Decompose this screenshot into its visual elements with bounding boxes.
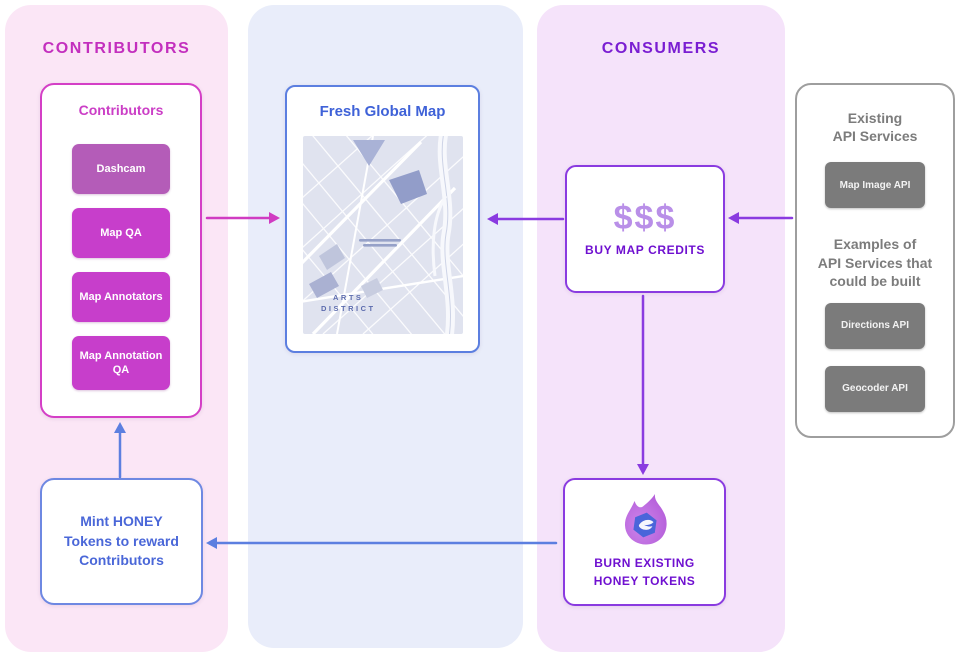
map-image: ARTS DISTRICT [302, 136, 463, 334]
chip-map-qa: Map QA [72, 208, 170, 258]
buy-map-credits-label: BUY MAP CREDITS [585, 243, 705, 257]
chip-map-annotation-qa: Map Annotation QA [72, 336, 170, 390]
api-chip-label: Map Image API [839, 179, 911, 191]
fresh-global-map-title: Fresh Global Map [319, 103, 446, 120]
chip-label: Map Annotation QA [79, 349, 163, 376]
token-bee-mark [638, 520, 653, 530]
api-chip-geocoder: Geocoder API [825, 365, 925, 412]
contributors-box-title: Contributors [78, 102, 164, 118]
chip-label: Map QA [100, 226, 142, 239]
dollars-symbol: $$$ [613, 199, 677, 237]
burn-honey-tokens-label: BURN EXISTING HONEY TOKENS [593, 556, 696, 588]
buy-map-credits-box: $$$ BUY MAP CREDITS [565, 165, 725, 293]
mint-honey-tokens-box: Mint HONEY Tokens to reward Contributors [40, 478, 203, 605]
contributors-group-box: Contributors Dashcam Map QA Map Annotato… [40, 83, 202, 418]
mint-honey-tokens-label: Mint HONEY Tokens to reward Contributors [64, 513, 179, 569]
consumers-heading: CONSUMERS [601, 40, 721, 57]
contributors-heading: CONTRIBUTORS [42, 40, 191, 57]
chip-dashcam: Dashcam [72, 144, 170, 194]
burn-honey-tokens-box: BURN EXISTING HONEY TOKENS [563, 478, 726, 606]
map-poi-label [358, 239, 401, 247]
api-services-box: Existing API Services Map Image API Exam… [795, 83, 955, 438]
honey-token-hexagon [632, 512, 657, 538]
chip-map-annotators: Map Annotators [72, 272, 170, 322]
map-freeway [431, 136, 455, 334]
api-chip-map-image: Map Image API [825, 162, 925, 209]
map-blocks [308, 140, 427, 298]
api-chip-label: Directions API [841, 320, 909, 332]
chip-label: Dashcam [96, 162, 146, 175]
api-chip-label: Geocoder API [842, 383, 908, 395]
burn-flame-with-honey-token-icon [624, 494, 667, 545]
map-district-label-line2: DISTRICT [321, 304, 376, 313]
chip-label: Map Annotators [79, 290, 163, 303]
map-district-label-line1: ARTS [333, 293, 363, 302]
fresh-global-map-box: Fresh Global Map [285, 85, 480, 353]
api-chip-directions: Directions API [825, 302, 925, 349]
existing-api-services-heading: Existing API Services [832, 110, 918, 145]
api-examples-heading: Examples of API Services that could be b… [817, 236, 933, 289]
